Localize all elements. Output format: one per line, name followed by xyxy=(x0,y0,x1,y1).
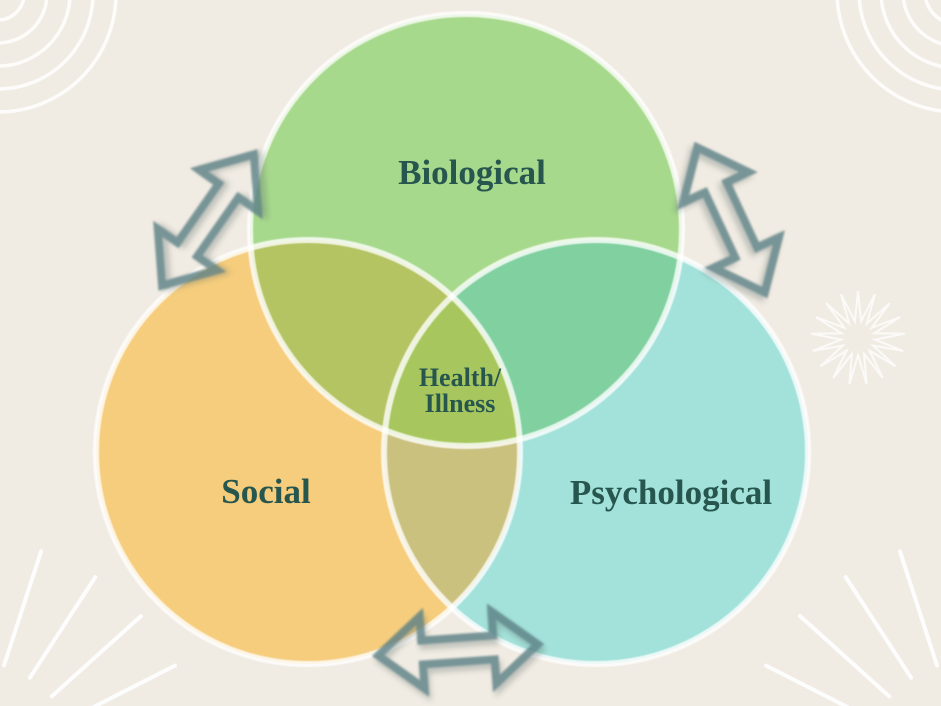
label-social: Social xyxy=(221,472,311,511)
arrow-biological-social-icon xyxy=(153,149,263,291)
concentric-arcs-top-right xyxy=(835,0,941,113)
rays-bottom-left-icon xyxy=(2,549,177,706)
venn-circles xyxy=(96,14,808,664)
label-biological: Biological xyxy=(398,153,546,192)
label-psychological: Psychological xyxy=(570,473,772,512)
concentric-arcs-top-left xyxy=(0,0,118,114)
arrow-biological-psychological-icon xyxy=(677,141,785,299)
arrow-social-psychological-icon xyxy=(371,603,545,697)
label-center-line1: Health/ xyxy=(419,363,502,392)
rays-bottom-right-icon xyxy=(764,549,939,706)
starburst-icon xyxy=(811,290,905,385)
circle-outlines xyxy=(93,11,811,667)
label-center-line2: Illness xyxy=(425,389,496,418)
